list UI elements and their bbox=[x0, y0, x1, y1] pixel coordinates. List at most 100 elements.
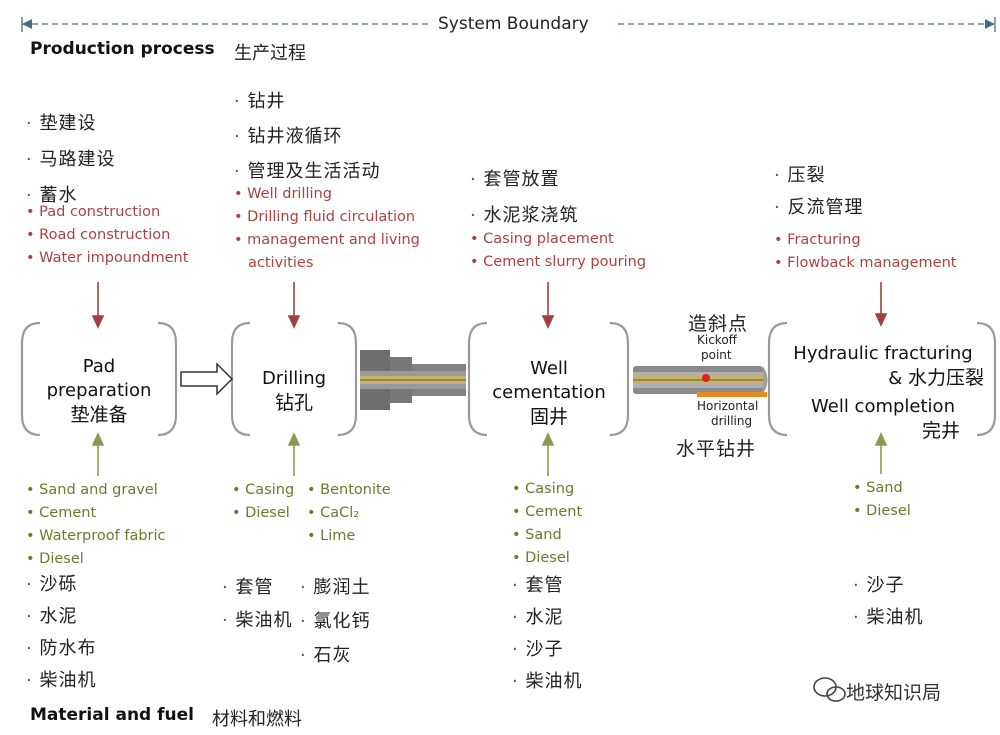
drilling-process-en-list: Well drilling Drilling fluid circulation… bbox=[234, 183, 420, 275]
list-item: 氯化钙 bbox=[300, 605, 370, 639]
pad-process-en-list: Pad construction Road construction Water… bbox=[26, 201, 188, 270]
fracturing-materials-en-list: Sand Diesel bbox=[853, 477, 911, 523]
fracturing-process-zh-list: 压裂 反流管理 bbox=[774, 160, 863, 224]
list-item: 钻井液循环 bbox=[234, 119, 380, 154]
list-item: activities bbox=[248, 255, 314, 271]
stage-drilling: Drilling 钻孔 bbox=[240, 367, 348, 415]
drilling-materials-en-left: Casing Diesel bbox=[232, 479, 294, 525]
list-item: Cement bbox=[512, 501, 582, 524]
list-item: 反流管理 bbox=[774, 192, 863, 224]
list-item: Bentonite bbox=[307, 479, 390, 502]
horizontal-label-zh: 水平钻井 bbox=[676, 438, 757, 460]
list-item: 沙子 bbox=[512, 634, 582, 666]
list-item: Lime bbox=[307, 525, 391, 548]
cementation-process-zh-list: 套管放置 水泥浆浇筑 bbox=[470, 162, 578, 234]
list-item: Diesel bbox=[26, 548, 166, 571]
cementation-bracket-right bbox=[609, 321, 630, 437]
list-item: 柴油机 bbox=[222, 604, 292, 637]
boundary-right-arrowhead bbox=[985, 19, 995, 29]
stage-drilling-name-zh: 钻孔 bbox=[274, 392, 313, 414]
stage-fracturing-name: Hydraulic fracturing bbox=[793, 343, 973, 364]
list-item: 马路建设 bbox=[26, 142, 115, 178]
list-item: 防水布 bbox=[26, 633, 96, 665]
system-boundary-label: System Boundary bbox=[438, 14, 589, 34]
fracturing-materials-zh-list: 沙子 柴油机 bbox=[853, 570, 923, 634]
material-arrows bbox=[91, 432, 888, 476]
list-item: 套管 bbox=[512, 570, 582, 602]
fracturing-process-en-list: Fracturing Flowback management bbox=[774, 229, 956, 275]
list-item: 钻井 bbox=[234, 84, 380, 119]
material-fuel-title-zh: 材料和燃料 bbox=[212, 709, 302, 730]
drilling-bracket-right bbox=[337, 321, 358, 437]
wechat-icon bbox=[813, 677, 846, 702]
list-item: Casing bbox=[512, 478, 582, 501]
process-arrows bbox=[91, 282, 888, 329]
stage-pad-name: Pad bbox=[82, 356, 116, 377]
list-item: Diesel bbox=[512, 547, 582, 570]
production-process-title-zh: 生产过程 bbox=[234, 43, 306, 64]
cementation-materials-zh-list: 套管 水泥 沙子 柴油机 bbox=[512, 570, 582, 698]
list-item: 水泥浆浇筑 bbox=[470, 198, 578, 234]
fracturing-bracket-left bbox=[767, 321, 788, 437]
list-item: Diesel bbox=[232, 502, 294, 525]
stage-fracturing-name-zh: 水力压裂 bbox=[907, 367, 984, 389]
list-item: Sand and gravel bbox=[26, 479, 166, 502]
kickoff-label-en-2: point bbox=[701, 348, 732, 362]
list-item: Sand bbox=[512, 524, 582, 547]
list-item: 压裂 bbox=[774, 160, 863, 192]
stage-fracturing-name2-zh: 完井 bbox=[921, 420, 960, 442]
horizontal-wellbore-graphic bbox=[633, 366, 768, 397]
drilling-materials-zh-right: 膨润土 氯化钙 石灰 bbox=[300, 571, 370, 673]
list-item: Casing bbox=[232, 479, 294, 502]
stage-cementation: Well cementation 固井 bbox=[478, 357, 620, 429]
stage-pad-name-zh: 垫准备 bbox=[70, 404, 128, 426]
kickoff-label-zh: 造斜点 bbox=[688, 313, 749, 335]
drilling-materials-zh-left: 套管 柴油机 bbox=[222, 571, 292, 637]
kickoff-point-marker bbox=[702, 374, 710, 382]
casing-graphic bbox=[360, 350, 466, 410]
horizontal-label-en-1: Horizontal bbox=[697, 399, 759, 413]
list-item: 套管 bbox=[222, 571, 292, 604]
list-item: Road construction bbox=[26, 224, 188, 247]
list-item: Diesel bbox=[853, 500, 911, 523]
list-item: 柴油机 bbox=[26, 665, 96, 697]
pad-materials-zh-list: 沙砾 水泥 防水布 柴油机 bbox=[26, 569, 96, 697]
system-boundary-line bbox=[21, 17, 996, 32]
list-item: 石灰 bbox=[300, 639, 370, 673]
cementation-process-en-list: Casing placement Cement slurry pouring bbox=[470, 228, 646, 274]
list-item: Casing placement bbox=[470, 228, 646, 251]
cementation-materials-en-list: Casing Cement Sand Diesel bbox=[512, 478, 582, 570]
cementation-bracket-left bbox=[467, 321, 488, 437]
stage-cementation-name2: cementation bbox=[492, 382, 606, 403]
production-process-title: Production process bbox=[30, 39, 215, 59]
list-item: 沙子 bbox=[853, 570, 923, 602]
list-item: 套管放置 bbox=[470, 162, 578, 198]
list-item: 管理及生活活动 bbox=[234, 154, 380, 189]
stage-fracturing-name2: Well completion bbox=[811, 396, 955, 417]
list-item: 柴油机 bbox=[853, 602, 923, 634]
list-item: 垫建设 bbox=[26, 106, 115, 142]
list-item: 水泥 bbox=[512, 602, 582, 634]
stage-fracturing: Hydraulic fracturing & 水力压裂 Well complet… bbox=[778, 342, 988, 443]
horizontal-label-en-2: drilling bbox=[711, 414, 753, 428]
list-item: 膨润土 bbox=[300, 571, 370, 605]
list-item: 水泥 bbox=[26, 601, 96, 633]
list-item: 柴油机 bbox=[512, 666, 582, 698]
stage-drilling-name: Drilling bbox=[261, 368, 327, 389]
pad-process-zh-list: 垫建设 马路建设 蓄水 bbox=[26, 106, 115, 214]
list-item: Flowback management bbox=[774, 252, 956, 275]
pad-bracket-right bbox=[157, 321, 178, 437]
stage-fracturing-amp: & bbox=[888, 368, 903, 389]
list-item: CaCl₂ bbox=[307, 502, 391, 525]
stage-pad: Pad preparation 垫准备 bbox=[30, 355, 168, 427]
list-item: management and living bbox=[234, 229, 420, 252]
list-item: Cement slurry pouring bbox=[470, 251, 646, 274]
stage-brackets bbox=[20, 321, 997, 437]
stage-pad-name2: preparation bbox=[46, 380, 152, 401]
list-item: Drilling fluid circulation bbox=[234, 206, 420, 229]
list-item: Water impoundment bbox=[26, 247, 188, 270]
watermark-text: 地球知识局 bbox=[846, 682, 942, 704]
list-item: Sand bbox=[853, 477, 911, 500]
kickoff-label-en-1: Kickoff bbox=[697, 333, 737, 347]
list-item: Pad construction bbox=[26, 201, 188, 224]
